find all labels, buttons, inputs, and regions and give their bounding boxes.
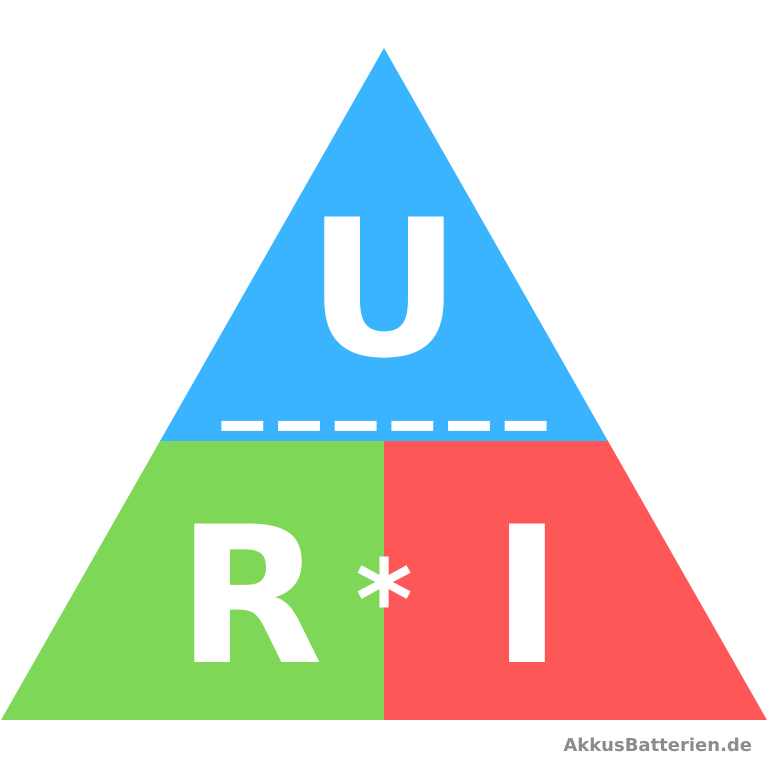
- current-symbol: I: [492, 486, 563, 707]
- triangle-top-section: [160, 48, 608, 441]
- multiply-symbol: *: [355, 536, 413, 664]
- triangle-right-section: [384, 441, 767, 720]
- triangle-left-section: [1, 441, 384, 720]
- watermark-text: AkkusBatterien.de: [563, 735, 752, 756]
- voltage-symbol: U: [307, 179, 461, 400]
- resistance-symbol: R: [177, 486, 323, 707]
- fraction-line: ------: [214, 381, 554, 463]
